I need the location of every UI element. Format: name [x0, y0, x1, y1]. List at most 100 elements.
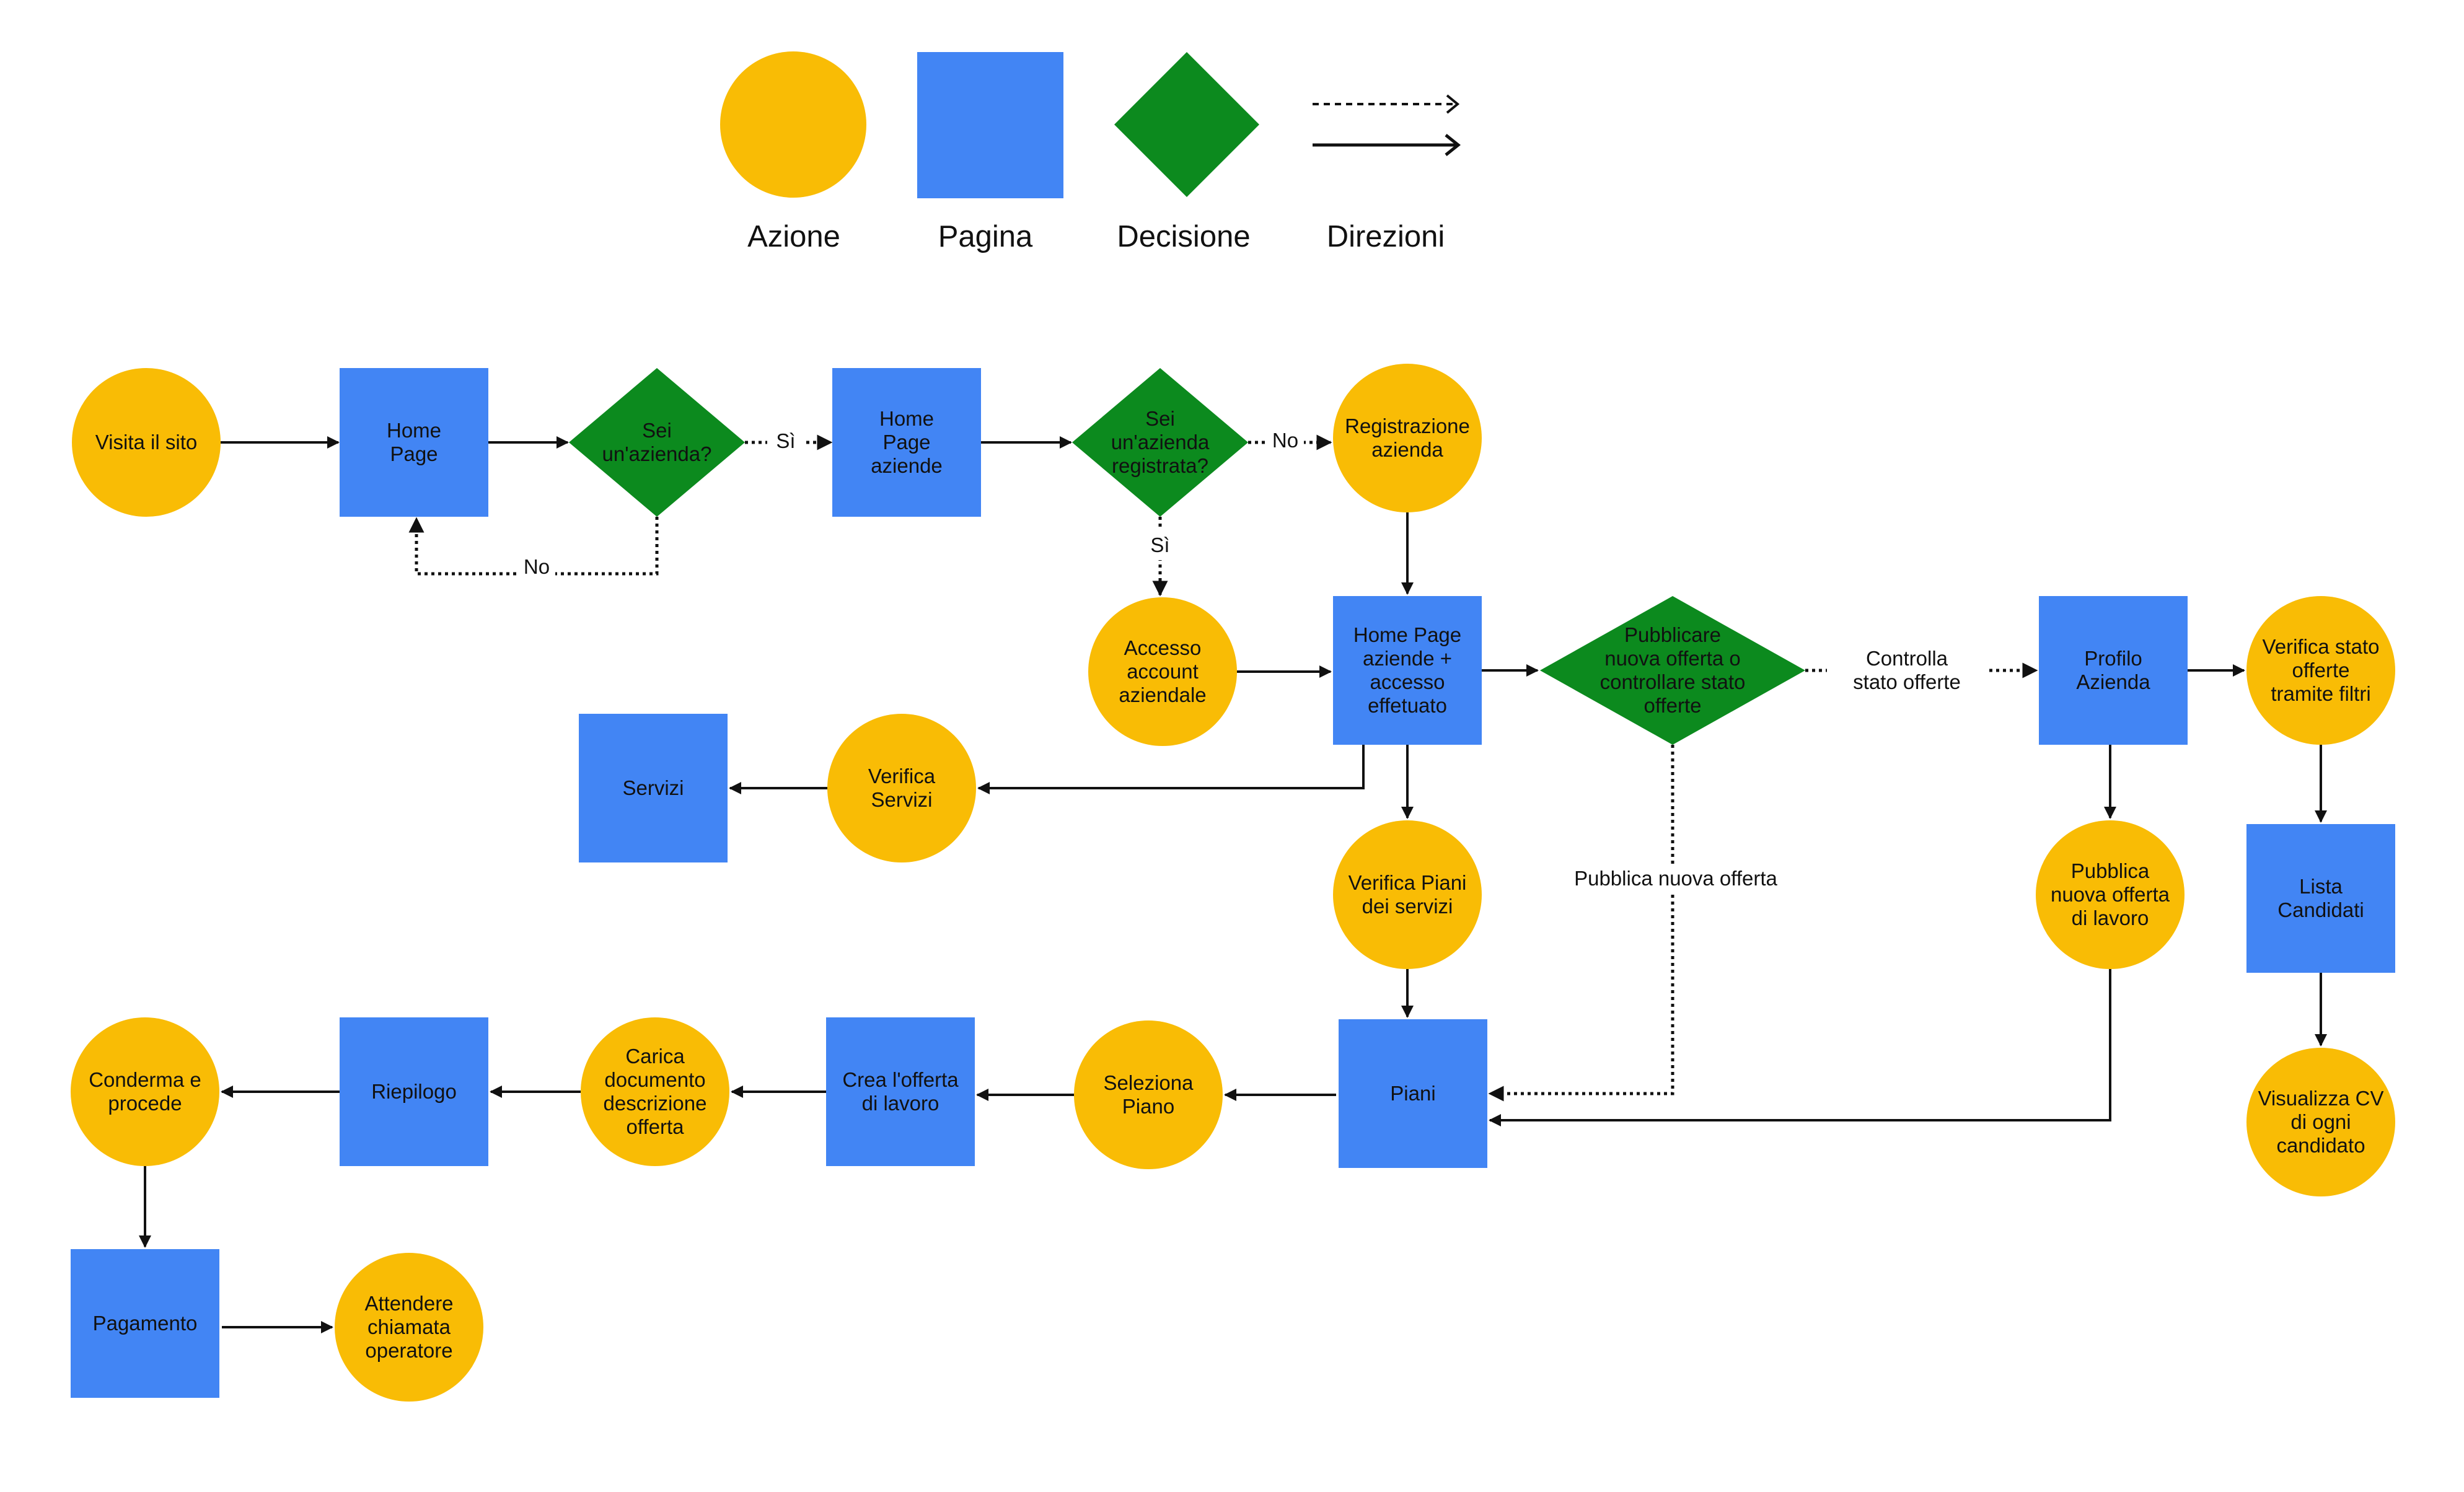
legend-label-page: Pagina — [938, 220, 1033, 253]
node-label: Servizi — [871, 788, 932, 811]
node-label: Lista — [2299, 875, 2343, 898]
node-label: dei servizi — [1362, 895, 1453, 918]
node-label: controllare stato — [1600, 670, 1746, 693]
node-servizi: Servizi — [579, 714, 728, 862]
decision-diamond — [569, 368, 745, 517]
action-circle — [2036, 820, 2185, 969]
nodes: Visita il sitoHomePageSeiun'azienda?Home… — [71, 364, 2395, 1402]
node-label: Profilo — [2084, 647, 2142, 670]
page-square — [340, 368, 488, 517]
label-background — [1546, 864, 1806, 893]
connectors — [139, 434, 2327, 1333]
node-label: Pagamento — [93, 1312, 198, 1335]
node-label: account — [1127, 660, 1199, 683]
action-circle — [827, 714, 976, 862]
node-label: offerte — [2292, 659, 2350, 682]
node-label: Servizi — [622, 776, 684, 799]
page-square — [2039, 596, 2188, 745]
node-label: Visita il sito — [95, 431, 197, 454]
legend-label-action: Azione — [747, 220, 840, 253]
action-circle — [1074, 1020, 1223, 1169]
decision-diamond — [1540, 596, 1805, 745]
legend-label-decision: Decisione — [1117, 220, 1250, 253]
legend-decision-diamond — [1114, 52, 1259, 197]
action-circle — [71, 1017, 219, 1166]
node-label: effetuato — [1368, 694, 1447, 717]
node-label: Accesso — [1124, 636, 1202, 659]
action-circle — [1088, 597, 1237, 746]
node-label: Sei — [642, 419, 672, 442]
node-label: Pubblicare — [1624, 623, 1721, 646]
node-label: aziendale — [1119, 683, 1206, 706]
node-label: chiamata — [367, 1315, 451, 1338]
edge-home-to-verifica-servizi — [977, 745, 1365, 794]
node-label: documento — [604, 1068, 705, 1091]
action-circle — [335, 1253, 483, 1402]
node-label: Verifica stato — [2263, 635, 2380, 658]
node-label: operatore — [365, 1339, 452, 1362]
node-label: un'azienda? — [602, 442, 712, 465]
page-square — [579, 714, 728, 862]
edge-pubblica-nuova-offerta — [1488, 745, 1674, 1102]
node-label: aziende + — [1363, 647, 1452, 670]
action-circle — [72, 368, 221, 517]
node-label: Piano — [1122, 1095, 1174, 1118]
node-label: Attendere — [364, 1292, 453, 1315]
node-label: Verifica Piani — [1349, 871, 1467, 894]
edge-label-no-azienda: No — [518, 552, 555, 582]
node-label: Sei — [1145, 407, 1175, 430]
node-label: aziende — [871, 454, 943, 477]
node-label: azienda — [1371, 438, 1443, 461]
node-label: offerte — [1644, 694, 1702, 717]
node-label: tramite filtri — [2271, 682, 2370, 705]
node-label: nuova offerta — [2051, 883, 2170, 906]
node-label: Seleziona — [1104, 1071, 1194, 1094]
edge-label-text: stato offerte — [1853, 670, 1961, 693]
node-label: Pubblica — [2071, 859, 2150, 882]
action-circle — [581, 1017, 729, 1166]
action-circle — [1333, 364, 1482, 512]
legend: Azione Pagina Decisione Direzioni — [720, 51, 1461, 253]
node-label: offerta — [627, 1115, 685, 1138]
node-piani: Piani — [1339, 1019, 1487, 1168]
legend-label-directions: Direzioni — [1327, 220, 1445, 253]
node-label: nuova offerta o — [1604, 647, 1741, 670]
label-background — [767, 426, 804, 456]
legend-page-square — [917, 52, 1063, 198]
node-label: registrata? — [1112, 454, 1208, 477]
edge-label-text: No — [1272, 429, 1298, 452]
node-label: Visualizza CV — [2258, 1087, 2384, 1110]
node-label: Home Page — [1353, 623, 1461, 646]
node-label: di lavoro — [2072, 906, 2149, 929]
node-label: Home — [387, 419, 441, 442]
action-circle — [2246, 596, 2395, 745]
node-riepilogo: Riepilogo — [340, 1017, 488, 1166]
legend-solid-arrow-head — [1445, 134, 1461, 156]
edge-label-text: Pubblica nuova offerta — [1574, 867, 1777, 890]
legend-dashed-arrow-head — [1446, 94, 1460, 114]
edge-label-text: Sì — [776, 429, 795, 452]
edge-label-pubblica: Pubblica nuova offerta — [1546, 864, 1806, 893]
node-label: Conderma e — [89, 1068, 201, 1091]
node-label: Azienda — [2076, 670, 2150, 693]
node-label: Crea l'offerta — [842, 1068, 959, 1091]
edge-label-no-registrata: No — [1267, 426, 1304, 455]
node-label: Carica — [625, 1045, 685, 1068]
node-label: un'azienda — [1111, 431, 1210, 454]
page-square — [826, 1017, 975, 1166]
